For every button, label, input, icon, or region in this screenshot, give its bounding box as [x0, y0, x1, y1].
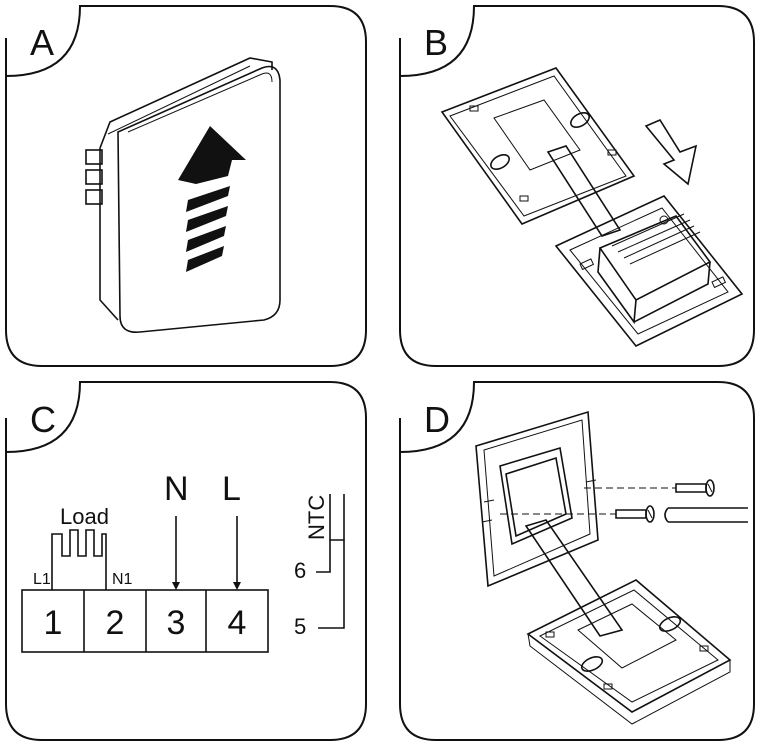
ribbon-cable [524, 519, 624, 637]
terminal-2: 2 [106, 604, 125, 642]
live-arrow-icon [233, 582, 241, 590]
l1-label: L1 [33, 571, 51, 588]
screw-icon [615, 505, 655, 523]
sensor-terminal-5: 5 [294, 614, 306, 639]
screw-icon [675, 479, 715, 497]
screw-dashed-lines [500, 487, 676, 515]
panel-a-letter: A [30, 22, 54, 63]
terminal-3: 3 [167, 604, 186, 642]
slide-direction-arrow-icon [644, 118, 698, 186]
mounting-frame-on-wall [475, 410, 599, 588]
panel-d-letter: D [424, 399, 450, 440]
live-label: L [222, 470, 241, 508]
sensor-terminal-6: 6 [294, 558, 306, 583]
ntc-label: NTC [304, 495, 329, 540]
neutral-arrow-icon [172, 582, 180, 590]
terminal-1: 1 [44, 604, 63, 642]
panel-a: A [5, 5, 367, 367]
load-label: Load [60, 504, 109, 529]
panel-c-letter: C [30, 399, 56, 440]
front-cover-back-view [526, 579, 732, 725]
panel-d: D [399, 381, 755, 741]
up-arrow-icon [178, 126, 246, 272]
n1-label: N1 [112, 571, 133, 588]
front-cover-back-view [440, 67, 636, 225]
sensor-wire-6 [316, 540, 331, 573]
terminal-block [21, 589, 269, 653]
panel-b: B [399, 5, 755, 367]
panel-c: C 1 2 3 4 Load L1 N1 N L [5, 381, 367, 741]
terminal-4: 4 [228, 604, 247, 642]
wall-plug-icon [664, 507, 748, 523]
wiring-diagram: 1 2 3 4 Load L1 N1 N L NTC 6 5 [21, 470, 345, 653]
panel-b-letter: B [424, 22, 448, 63]
thermostat-front-illustration [85, 57, 281, 333]
load-heating-element [51, 529, 107, 590]
neutral-label: N [164, 470, 189, 508]
power-module-on-frame [554, 195, 744, 348]
ribbon-cable [546, 145, 622, 237]
